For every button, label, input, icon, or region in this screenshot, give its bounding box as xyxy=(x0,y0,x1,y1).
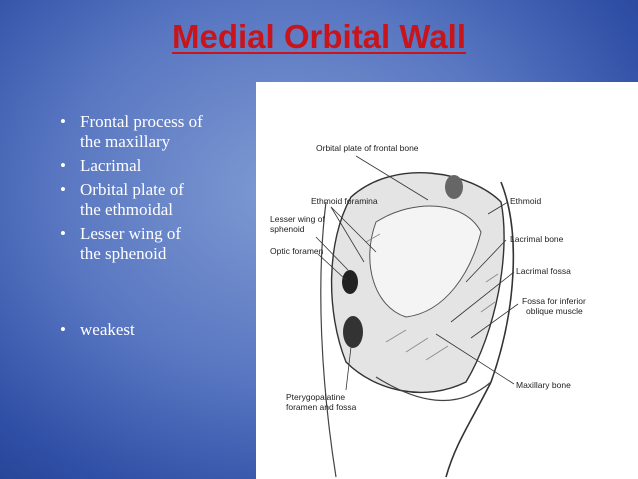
posterior-edge xyxy=(320,201,337,478)
leader-lines xyxy=(315,155,519,391)
label-fossa-inferior: Fossa for inferior xyxy=(522,296,586,306)
bullet-text-cont: the maxillary xyxy=(80,132,171,151)
shading xyxy=(365,233,499,361)
bullet-text: Lesser wing of xyxy=(80,224,182,243)
orbital-rim xyxy=(445,181,515,478)
floor-edge xyxy=(375,376,492,402)
bullet-text: Lacrimal xyxy=(80,156,142,175)
label-lacrimal-fossa: Lacrimal fossa xyxy=(516,266,571,276)
ethmoid-plate xyxy=(369,205,482,318)
optic-foramen-shape xyxy=(342,270,358,294)
bullet-text: weakest xyxy=(80,320,135,339)
bullet-list: Frontal process of the maxillary Lacrima… xyxy=(60,112,252,344)
label-orbital-plate: Orbital plate of frontal bone xyxy=(316,143,419,153)
label-ethmoid-foramina: Ethmoid foramina xyxy=(311,196,378,206)
bullet-item: Lacrimal xyxy=(60,156,252,176)
label-lesser-wing: Lesser wing of xyxy=(270,214,325,224)
frontal-notch-shape xyxy=(445,175,463,199)
label-ethmoid: Ethmoid xyxy=(510,196,541,206)
label-fossa-inferior-cont: oblique muscle xyxy=(526,306,583,316)
label-lacrimal-bone: Lacrimal bone xyxy=(510,234,564,244)
label-optic-foramen: Optic foramen xyxy=(270,246,324,256)
slide-title: Medial Orbital Wall xyxy=(0,18,638,56)
slide-title-text: Medial Orbital Wall xyxy=(172,18,466,55)
bullet-item: weakest xyxy=(60,320,252,340)
bullet-text-cont: the sphenoid xyxy=(80,244,167,263)
bullet-text: Orbital plate of xyxy=(80,180,184,199)
orbit-drawing: Orbital plate of frontal bone Ethmoid fo… xyxy=(270,143,586,478)
label-pterygopalatine: Pterygopalatine xyxy=(286,392,345,402)
bullet-text: Frontal process of xyxy=(80,112,203,131)
bullet-item: Lesser wing of the sphenoid xyxy=(60,224,252,264)
bullet-text-cont: the ethmoidal xyxy=(80,200,174,219)
bullet-item: Frontal process of the maxillary xyxy=(60,112,252,152)
label-lesser-wing-cont: sphenoid xyxy=(270,224,305,234)
bullet-item: Orbital plate of the ethmoidal xyxy=(60,180,252,220)
label-maxillary-bone: Maxillary bone xyxy=(516,380,571,390)
label-pterygopalatine-cont: foramen and fossa xyxy=(286,402,357,412)
pterygopalatine-shape xyxy=(343,316,363,348)
orbit-illustration: Orbital plate of frontal bone Ethmoid fo… xyxy=(256,82,638,479)
